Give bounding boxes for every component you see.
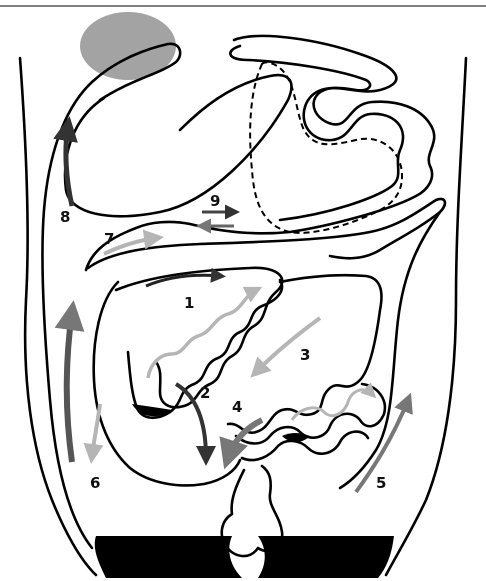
- upper-left-loop: [65, 75, 291, 216]
- fluid-pool-pelvis-right: [258, 536, 394, 578]
- label-2: 2: [200, 384, 210, 402]
- label-1: 1: [184, 294, 194, 312]
- label-5: 5: [376, 474, 386, 492]
- label-7: 7: [104, 230, 114, 248]
- label-6: 6: [90, 474, 100, 492]
- label-9: 9: [210, 192, 220, 210]
- peritoneal-lining-left: [42, 44, 180, 548]
- arrow-4: [228, 420, 262, 458]
- arrow-1-light: [148, 290, 256, 378]
- arrow-6-dark: [67, 312, 72, 462]
- label-3: 3: [300, 346, 310, 364]
- arrow-6-light: [92, 404, 100, 456]
- left-inner-cavity: [94, 282, 240, 485]
- label-4: 4: [232, 398, 242, 416]
- fluid-pool-pelvis-left: [95, 536, 242, 578]
- right-inner-wall: [340, 212, 440, 488]
- label-8: 8: [60, 208, 70, 226]
